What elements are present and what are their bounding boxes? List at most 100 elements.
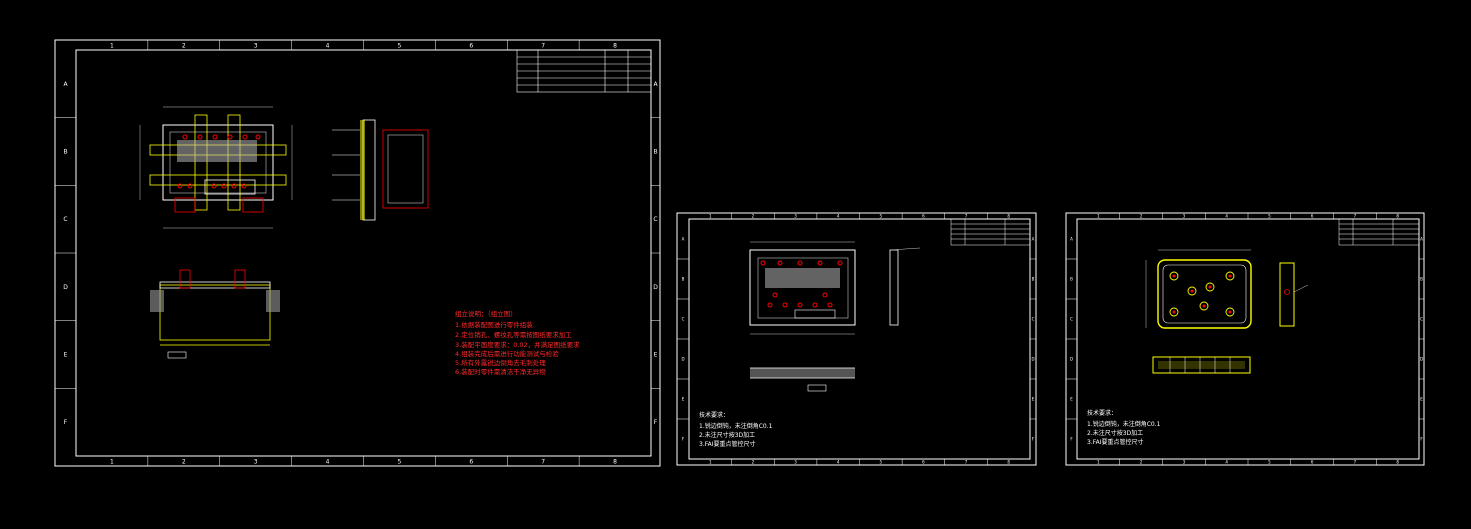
zone-column-label: 6 (1311, 214, 1314, 219)
sheet-1-outer-border (54, 39, 661, 467)
zone-column-label: 6 (922, 460, 925, 465)
sheet-3-title-block (1338, 218, 1420, 246)
zone-column-label: 7 (965, 460, 968, 465)
sheet-3-note-2: 2.未注尺寸按3D加工 (1087, 429, 1143, 437)
sheet-2-title-block (950, 218, 1031, 246)
sheet-1-side-view (332, 119, 429, 221)
sheet-3-notes-title: 技术要求： (1087, 409, 1117, 417)
zone-column-label: 5 (398, 459, 402, 466)
zone-column-label: 2 (752, 214, 755, 219)
zone-column-label: 5 (880, 214, 883, 219)
zone-row-label: C (1032, 316, 1035, 321)
sheet-2-note-3: 3.FAI要重点管控尺寸 (699, 440, 756, 448)
zone-row-label: E (1070, 396, 1073, 401)
sheet-1-note-6: 6.装配时零件需清洁干净无异物 (455, 367, 546, 376)
zone-column-label: 6 (922, 214, 925, 219)
zone-column-label: 2 (182, 43, 186, 50)
zone-column-label: 6 (469, 43, 473, 50)
zone-column-label: 7 (965, 214, 968, 219)
zone-row-label: D (653, 284, 658, 291)
zone-row-label: B (63, 149, 67, 156)
sheet-1-assembly-notes: 组立说明：（组立图） 1.依据装配图进行零件组装 2.定位销孔、螺纹孔等需按图纸… (455, 309, 580, 376)
sheet-2-plate-section-view (750, 367, 855, 392)
zone-column-label: 1 (110, 43, 114, 50)
zone-column-label: 5 (1268, 214, 1271, 219)
zone-column-label: 4 (837, 460, 840, 465)
zone-column-label: 8 (1007, 214, 1010, 219)
zone-row-label: B (1070, 276, 1073, 281)
zone-row-label: F (64, 419, 68, 426)
zone-row-label: C (1070, 316, 1073, 321)
zone-column-label: 4 (837, 214, 840, 219)
zone-row-label: A (1070, 236, 1073, 241)
zone-row-label: F (1420, 436, 1423, 441)
sheet-1-note-3: 3.装配平面度要求：0.02，并满足图纸要求 (455, 340, 580, 349)
sheet-3-note-1: 1.锐边倒钝，未注倒角C0.1 (1087, 420, 1161, 428)
zone-column-label: 7 (541, 43, 545, 50)
zone-row-label: A (653, 81, 658, 88)
zone-row-label: F (1032, 436, 1035, 441)
sheet-3-part-top-view (1145, 249, 1252, 329)
zone-row-label: A (682, 236, 685, 241)
zone-column-label: 8 (613, 459, 617, 466)
zone-row-label: E (682, 396, 685, 401)
zone-row-label: F (654, 419, 658, 426)
zone-row-label: B (653, 149, 657, 156)
sheet-1-inner-border (75, 49, 652, 457)
sheet-1-note-4: 4.组装完成后需进行功能测试与检验 (455, 349, 559, 358)
zone-row-label: B (682, 276, 685, 281)
zone-column-label: 8 (1007, 460, 1010, 465)
zone-row-label: C (63, 216, 67, 223)
zone-column-label: 5 (880, 460, 883, 465)
sheet-1-note-2: 2.定位销孔、螺纹孔等需按图纸要求加工 (455, 330, 572, 339)
zone-column-label: 6 (469, 459, 473, 466)
zone-column-label: 1 (1097, 214, 1100, 219)
zone-column-label: 7 (1354, 214, 1357, 219)
sheet-2-note-2: 2.未注尺寸按3D加工 (699, 431, 755, 439)
zone-column-label: 3 (254, 43, 258, 50)
zone-column-label: 3 (1183, 460, 1186, 465)
sheet-3-tech-notes: 技术要求： 1.锐边倒钝，未注倒角C0.1 2.未注尺寸按3D加工 3.FAI要… (1087, 409, 1161, 446)
sheet-2-note-1: 1.锐边倒钝，未注倒角C0.1 (699, 422, 773, 430)
zone-column-label: 1 (709, 460, 712, 465)
zone-row-label: E (654, 352, 658, 359)
zone-column-label: 4 (1225, 460, 1228, 465)
zone-row-label: C (653, 216, 657, 223)
zone-row-label: B (1032, 276, 1035, 281)
zone-row-label: E (1032, 396, 1035, 401)
zone-row-label: C (1420, 316, 1423, 321)
zone-column-label: 7 (1354, 460, 1357, 465)
zone-column-label: 3 (1183, 214, 1186, 219)
sheet-3-part-section-view (1152, 356, 1251, 374)
sheet-1-title-block (516, 49, 652, 93)
zone-column-label: 4 (326, 459, 330, 466)
zone-column-label: 2 (752, 460, 755, 465)
zone-column-label: 8 (1396, 214, 1399, 219)
zone-row-label: E (64, 352, 68, 359)
zone-column-label: 1 (1097, 460, 1100, 465)
sheet-2-plate-top-view (749, 241, 856, 335)
zone-column-label: 7 (541, 459, 545, 466)
zone-row-label: B (1420, 276, 1423, 281)
sheet-1-note-5: 5.所有外露锐边倒角去毛刺处理 (455, 358, 546, 367)
sheet-1-section-view (150, 269, 280, 359)
zone-row-label: D (1031, 356, 1034, 361)
zone-row-label: A (63, 81, 68, 88)
zone-column-label: 4 (1225, 214, 1228, 219)
zone-column-label: 5 (1268, 460, 1271, 465)
zone-column-label: 3 (794, 460, 797, 465)
sheet-1-top-view (139, 106, 293, 229)
zone-row-label: F (682, 436, 685, 441)
zone-column-label: 8 (613, 43, 617, 50)
zone-column-label: 8 (1396, 460, 1399, 465)
zone-row-label: F (1070, 436, 1073, 441)
zone-column-label: 2 (1140, 460, 1143, 465)
sheet-2-plate-side-view (889, 247, 921, 326)
zone-row-label: C (682, 316, 685, 321)
